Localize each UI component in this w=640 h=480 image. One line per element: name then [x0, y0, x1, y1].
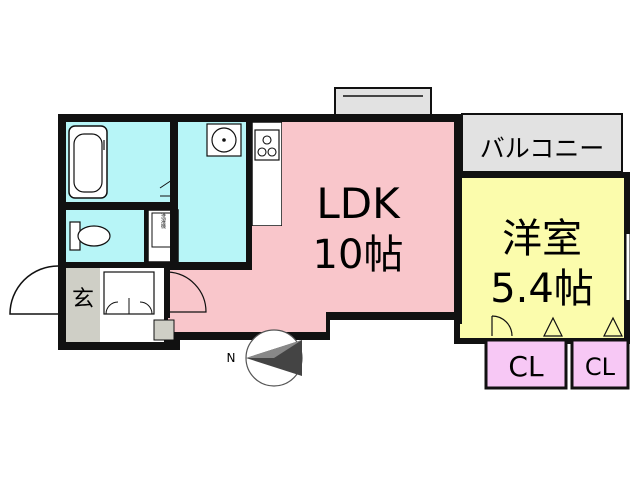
- bathtub: [68, 125, 108, 199]
- compass: [245, 329, 303, 387]
- burner-2: [257, 147, 267, 157]
- closet-door-triangle-1: [543, 316, 563, 337]
- closet-door-triangle-2: [603, 316, 623, 337]
- entrance-area: [66, 266, 100, 342]
- western-door-arc: [491, 315, 513, 337]
- window-sill: [334, 87, 432, 117]
- entrance-door-swing: [9, 265, 59, 315]
- wall-wash-bottom: [176, 262, 252, 268]
- burner-3: [267, 147, 277, 157]
- stove: [254, 129, 280, 161]
- wall-entrance-ldk: [164, 266, 170, 318]
- balcony-label: バルコニー: [480, 134, 605, 163]
- wall-toilet-washer: [144, 206, 148, 264]
- western-size: 5.4帖: [490, 266, 594, 312]
- balcony: [461, 113, 623, 173]
- wall-wash-kitchen: [246, 118, 252, 270]
- western-name: 洋室: [502, 216, 582, 262]
- wall-toilet-entrance: [62, 262, 168, 268]
- washer-pan-text: 洗濯機: [160, 213, 166, 230]
- closet-1: [484, 338, 568, 390]
- shoe-box: [103, 271, 155, 315]
- wall-bath-wash: [170, 118, 178, 264]
- pipe-space: [153, 319, 175, 341]
- shoe-box-arc-1: [105, 301, 119, 315]
- burner-1: [262, 135, 272, 145]
- ldk-size: 10帖: [313, 232, 404, 278]
- wall-bath-toilet: [62, 202, 174, 210]
- entrance-label: 玄: [72, 287, 94, 312]
- wash-basin-drain: [222, 138, 226, 142]
- bathtub-inner: [73, 133, 103, 193]
- closet-2: [570, 338, 630, 390]
- ldk-door-swing: [167, 271, 207, 313]
- toilet-bowl: [77, 225, 111, 247]
- compass-north-label: N: [227, 351, 236, 365]
- western-room: [460, 178, 624, 338]
- closet-1-label: CL: [508, 350, 544, 383]
- wall-ldk-western: [454, 114, 462, 324]
- ldk-name: LDK: [316, 179, 401, 228]
- ldk-room: [168, 122, 454, 332]
- shoe-box-arc-2: [139, 301, 153, 315]
- closet-2-label: CL: [585, 353, 616, 381]
